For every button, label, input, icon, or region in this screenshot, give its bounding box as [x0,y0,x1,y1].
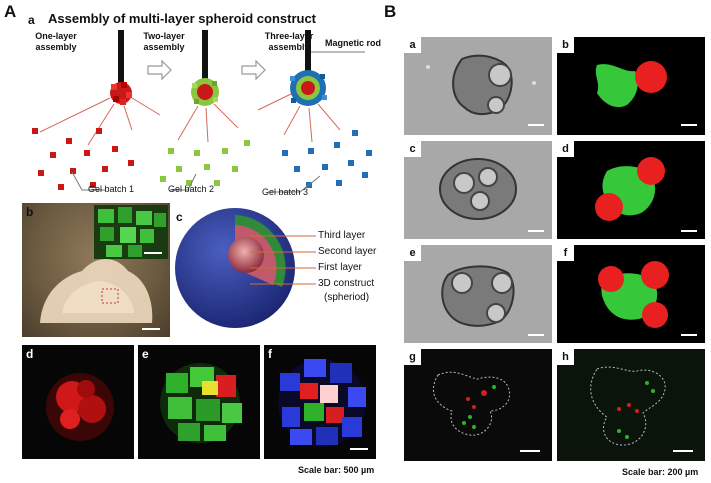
construct-photo: b [22,203,170,337]
gel-batch-1-label: Gel batch 1 [88,184,135,194]
micrograph-a-drawing [426,54,544,126]
stage-label-two-layer: Two-layer assembly [143,31,185,52]
section-b-label: B [384,2,397,21]
micrograph-c-letter: c [404,141,421,157]
micrograph-h: h [557,349,705,461]
micrograph-c-drawing [439,158,544,232]
micrograph-f-letter: f [557,245,574,261]
layered-sphere [175,208,295,328]
batch-1-leader [71,171,105,191]
micrograph-b-drawing [595,61,697,126]
second-layer-label: Second layer [318,246,377,257]
panel-b-letter: b [26,205,34,219]
cluster-three-layer [290,70,327,106]
micrograph-f-drawing [598,261,697,336]
attraction-arrows [39,93,341,146]
fluorescence-1-drawing [46,373,114,441]
micrograph-f: f [557,245,705,343]
micrograph-d-drawing [595,157,697,232]
panel-a-letter: a [28,13,35,27]
spheroid-label: (spheriod) [324,292,370,303]
batch-3-leader [268,175,321,193]
micrograph-c: c [404,141,552,239]
micrograph-e-letter: e [404,245,421,261]
micrograph-g-drawing [432,371,540,452]
stage-label-three-layer: Three-layer assembly [264,31,314,52]
fluorescence-layer-2: e [138,345,260,459]
third-layer-label: Third layer [318,230,366,241]
micrograph-b-letter: b [557,37,574,53]
construct-photo-inset [94,205,168,259]
batch-2-leader [170,173,197,191]
panel-f-letter: f [268,347,272,361]
magnetic-rod-label: Magnetic rod [324,38,381,48]
cluster-one-layer [110,82,132,105]
micrograph-d: d [557,141,705,239]
micrograph-b: b [557,37,705,135]
fluorescence-layer-1: d [22,345,134,459]
panel-c-letter: c [176,210,183,224]
gel-batch-2-cubes [160,140,250,186]
layer-leader-lines [250,235,316,285]
construct-label: 3D construct [318,278,375,289]
fluorescence-2-drawing [160,363,242,443]
assembly-schematic [32,30,372,193]
panel-e-letter: e [142,347,149,361]
panel-a-title: Assembly of multi-layer spheroid constru… [48,11,317,26]
micrograph-e-drawing [441,265,544,336]
micrograph-g: g [404,349,552,461]
gel-batch-1-cubes [32,128,134,190]
first-layer-label: First layer [318,262,362,273]
fluorescence-layer-3: f [264,345,376,459]
micrograph-d-letter: d [557,141,574,157]
scale-bar-label-b: Scale bar: 200 µm [622,467,699,477]
stage-label-one-layer: One-layer assembly [35,31,77,52]
micrograph-g-letter: g [404,349,421,365]
inset-green-cubes [98,207,166,257]
micrograph-a: a [404,37,552,135]
fluorescence-3-drawing [278,359,368,450]
construct-photo-drawing [40,259,160,330]
magnetic-rod-3 [305,30,311,78]
micrograph-a-letter: a [404,37,421,53]
section-a-label: A [4,2,17,21]
stage-arrow-2 [241,59,266,81]
gel-batch-2-label: Gel batch 2 [168,184,215,194]
cluster-two-layer [191,78,219,106]
stage-arrow-1 [147,59,172,81]
gel-batch-3-cubes [282,130,372,188]
magnetic-rod-1 [118,30,124,88]
magnetic-rod-2 [202,30,208,86]
scale-bar-label-a: Scale bar: 500 µm [298,465,375,475]
micrograph-e: e [404,245,552,343]
micrograph-h-letter: h [557,349,574,365]
gel-batch-3-label: Gel batch 3 [262,187,309,197]
panel-d-letter: d [26,347,34,361]
micrograph-h-drawing [590,366,693,452]
